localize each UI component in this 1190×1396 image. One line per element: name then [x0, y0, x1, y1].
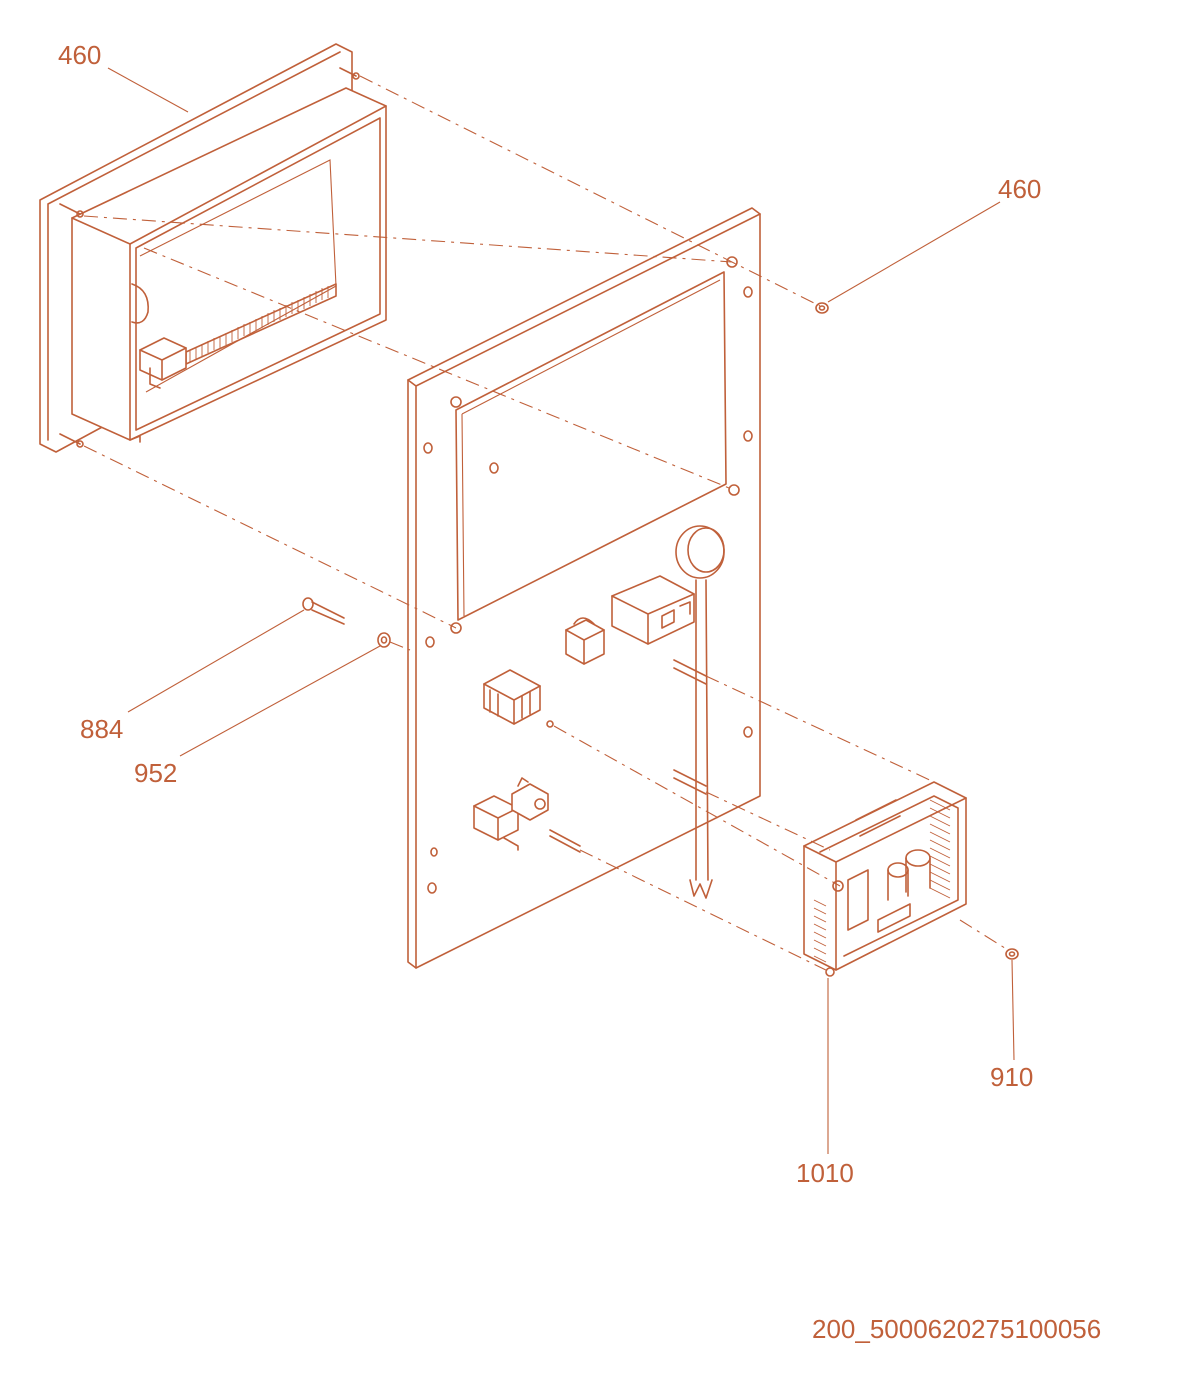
- callout-1010: 1010: [796, 1158, 854, 1188]
- callout-460-housing: 460: [58, 40, 102, 70]
- callout-952: 952: [134, 758, 178, 788]
- drawing-number: 200_5000620275100056: [812, 1314, 1102, 1344]
- callout-460-nut: 460: [998, 174, 1042, 204]
- leader-lines: [107, 67, 1015, 1154]
- mounting-plate: [407, 207, 761, 969]
- regulator-module: [803, 781, 967, 977]
- hardware-parts: [302, 302, 1019, 960]
- assembly-lines: [83, 75, 1009, 973]
- front-bezel-housing: [39, 43, 387, 453]
- callout-910: 910: [990, 1062, 1034, 1092]
- callout-884: 884: [80, 714, 124, 744]
